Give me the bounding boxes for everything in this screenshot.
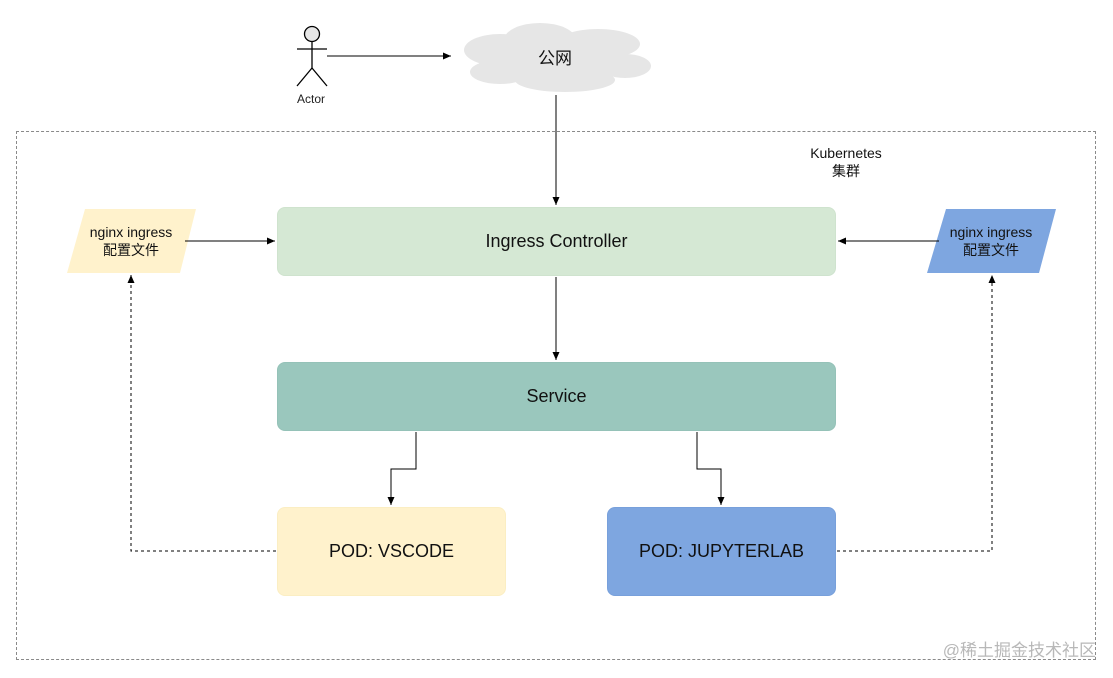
watermark-text: @稀土掘金技术社区 [942,641,1096,660]
service-label: Service [526,386,587,406]
config-file-left-label: nginx ingress 配置文件 [70,209,192,273]
cloud-label: 公网 [538,49,572,68]
config-file-right-shape[interactable] [927,209,1056,273]
edge-jupyterlab-to-config-right [837,275,996,552]
service-node[interactable]: Service [277,362,836,431]
ingress-controller-node[interactable]: Ingress Controller [277,207,836,276]
cluster-title-line1: Kubernetes [810,145,882,161]
pod-vscode-node[interactable]: POD: VSCODE [277,507,506,596]
pod-jupyterlab-label: POD: JUPYTERLAB [638,541,805,561]
actor-icon[interactable] [296,25,328,87]
edge-service-to-vscode [387,432,417,505]
actor-label: Actor [296,92,325,106]
pod-vscode-label: POD: VSCODE [328,541,455,561]
edge-service-to-jupyterlab [696,432,725,505]
pod-jupyterlab-node[interactable]: POD: JUPYTERLAB [607,507,836,596]
config-left-line2: 配置文件 [103,242,159,258]
cloud-icon[interactable] [464,23,651,92]
ingress-controller-label: Ingress Controller [485,231,628,251]
cluster-title: Kubernetes 集群 [786,144,906,180]
cluster-title-line2: 集群 [832,163,860,179]
config-file-right-label: nginx ingress 配置文件 [930,209,1052,273]
edge-vscode-to-config-left [127,275,276,552]
config-right-line2: 配置文件 [963,242,1019,258]
config-left-line1: nginx ingress [89,224,173,240]
config-file-left-shape[interactable] [67,209,196,273]
config-right-line1: nginx ingress [949,224,1033,240]
